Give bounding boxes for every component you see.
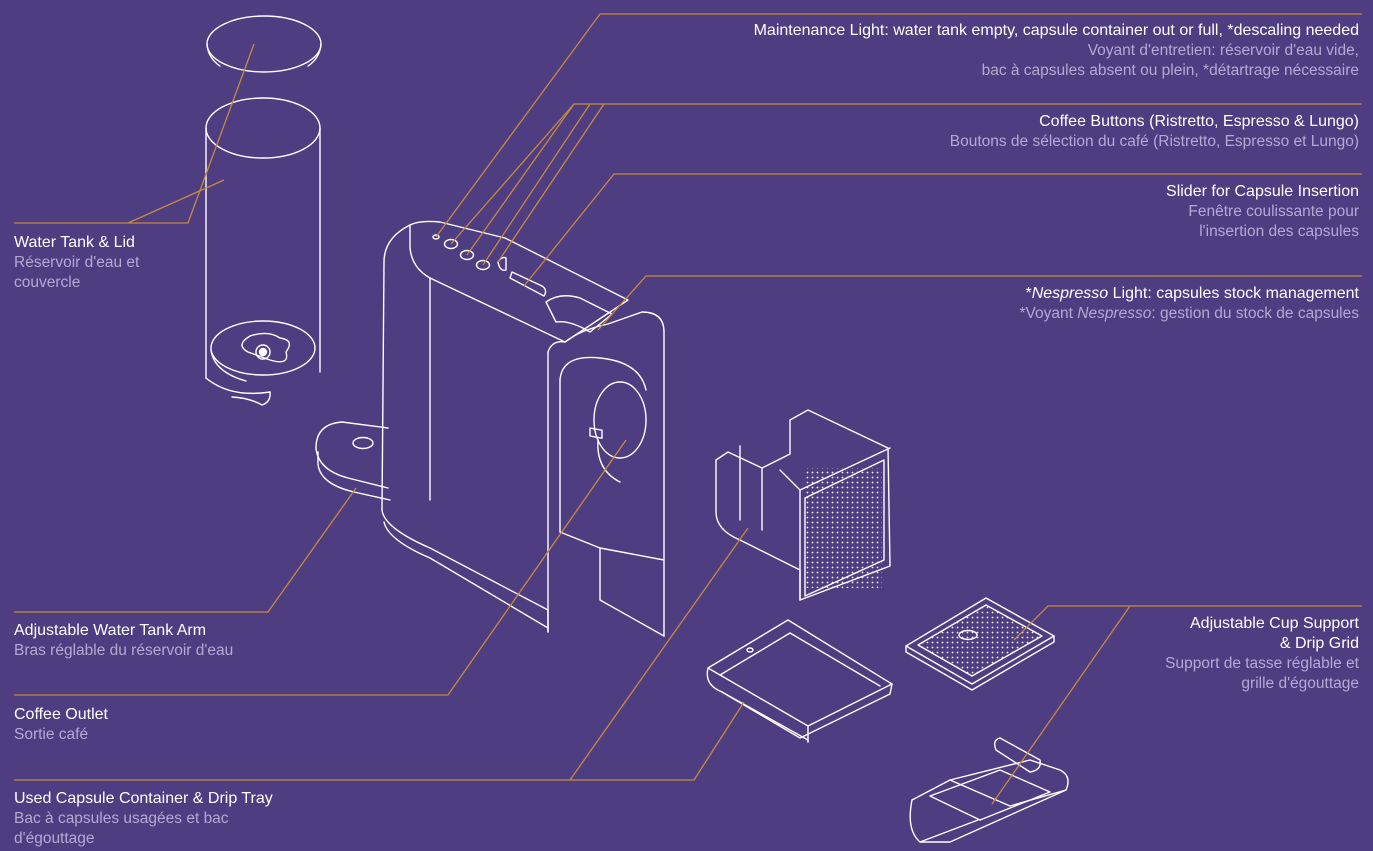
label-nespresso-light: *Nespresso Light: capsules stock managem…: [1020, 284, 1360, 324]
machine-body-drawing: [381, 220, 665, 637]
leader-slider: [523, 173, 1362, 287]
label-cup-support-fr-1: Support de tasse réglable et: [1165, 655, 1359, 672]
label-water-tank: Water Tank & Lid Réservoir d'eau et couv…: [14, 233, 139, 293]
leader-maintenance: [435, 13, 1362, 238]
label-coffee-outlet-fr: Sortie café: [14, 726, 89, 743]
nespresso-fr-pre: *Voyant: [1019, 305, 1078, 322]
leader-tank-arm: [14, 487, 357, 613]
label-cup-support: Adjustable Cup Support & Drip Grid Suppo…: [1165, 614, 1359, 694]
water-tank-lid-drawing: [206, 15, 322, 73]
label-cup-support-en-2: & Drip Grid: [1279, 635, 1359, 652]
leader-capsule-container: [14, 701, 745, 781]
water-tank-drawing: [205, 97, 321, 406]
leader-coffee-outlet: [14, 439, 627, 696]
leader-water-tank-2: [127, 179, 225, 224]
drip-tray-drawing: [706, 619, 893, 743]
label-water-tank-fr-1: Réservoir d'eau et: [14, 254, 140, 271]
label-maintenance-fr-1: Voyant d'entretien: réservoir d'eau vide…: [1087, 42, 1359, 59]
nespresso-en-post: Light: capsules stock management: [1108, 285, 1359, 302]
label-coffee-buttons: Coffee Buttons (Ristretto, Espresso & Lu…: [950, 112, 1359, 152]
label-slider-fr-1: Fenêtre coulissante pour: [1188, 203, 1359, 220]
nespresso-en-brand: Nespresso: [1031, 285, 1109, 302]
label-cup-support-en-1: Adjustable Cup Support: [1190, 615, 1359, 632]
label-capsule-container: Used Capsule Container & Drip Tray Bac à…: [14, 789, 273, 849]
nespresso-fr-post: : gestion du stock de capsules: [1151, 305, 1359, 322]
label-capsule-container-fr-1: Bac à capsules usagées et bac: [14, 810, 229, 827]
label-slider-fr-2: l'insertion des capsules: [1199, 223, 1359, 240]
leader-capsule-container-2: [569, 527, 749, 781]
label-coffee-buttons-fr: Boutons de sélection du café (Ristretto,…: [949, 133, 1359, 150]
label-maintenance-fr-2: bac à capsules absent ou plein, *détartr…: [981, 62, 1359, 79]
label-maintenance-en: Maintenance Light: water tank empty, cap…: [753, 22, 1359, 39]
nespresso-en-pre: *: [1025, 285, 1032, 302]
water-tank-arm-drawing: [315, 421, 391, 501]
label-water-tank-en: Water Tank & Lid: [14, 234, 135, 251]
label-coffee-buttons-en: Coffee Buttons (Ristretto, Espresso & Lu…: [1039, 113, 1359, 130]
leader-nespresso-light: [597, 275, 1362, 331]
leader-coffee-buttons-3: [482, 103, 591, 266]
capsule-container-drawing: [715, 409, 891, 601]
leader-coffee-buttons-4: [497, 103, 605, 263]
label-capsule-container-en: Used Capsule Container & Drip Tray: [14, 790, 273, 807]
label-coffee-outlet-en: Coffee Outlet: [14, 706, 108, 723]
label-capsule-container-fr-2: d'égouttage: [14, 830, 95, 847]
leader-coffee-buttons-2: [466, 103, 575, 256]
label-nespresso-light-en: *Nespresso Light: capsules stock managem…: [1020, 284, 1359, 304]
label-tank-arm: Adjustable Water Tank Arm Bras réglable …: [14, 621, 233, 661]
cup-support-drawing: [909, 737, 1069, 843]
label-nespresso-light-fr: *Voyant Nespresso: gestion du stock de c…: [1020, 304, 1360, 324]
label-slider-en: Slider for Capsule Insertion: [1166, 183, 1359, 200]
label-slider: Slider for Capsule Insertion Fenêtre cou…: [1166, 182, 1359, 242]
leader-drip-grid: [1013, 605, 1130, 641]
label-maintenance-light: Maintenance Light: water tank empty, cap…: [754, 21, 1359, 81]
nespresso-fr-brand: Nespresso: [1077, 305, 1152, 322]
leader-water-tank: [14, 43, 255, 224]
label-cup-support-fr-2: grille d'égouttage: [1241, 675, 1359, 692]
label-tank-arm-fr: Bras réglable du réservoir d'eau: [14, 642, 234, 659]
label-coffee-outlet: Coffee Outlet Sortie café: [14, 705, 108, 745]
label-water-tank-fr-2: couvercle: [14, 274, 81, 291]
label-tank-arm-en: Adjustable Water Tank Arm: [14, 622, 207, 639]
drip-grid-drawing: [905, 597, 1055, 691]
